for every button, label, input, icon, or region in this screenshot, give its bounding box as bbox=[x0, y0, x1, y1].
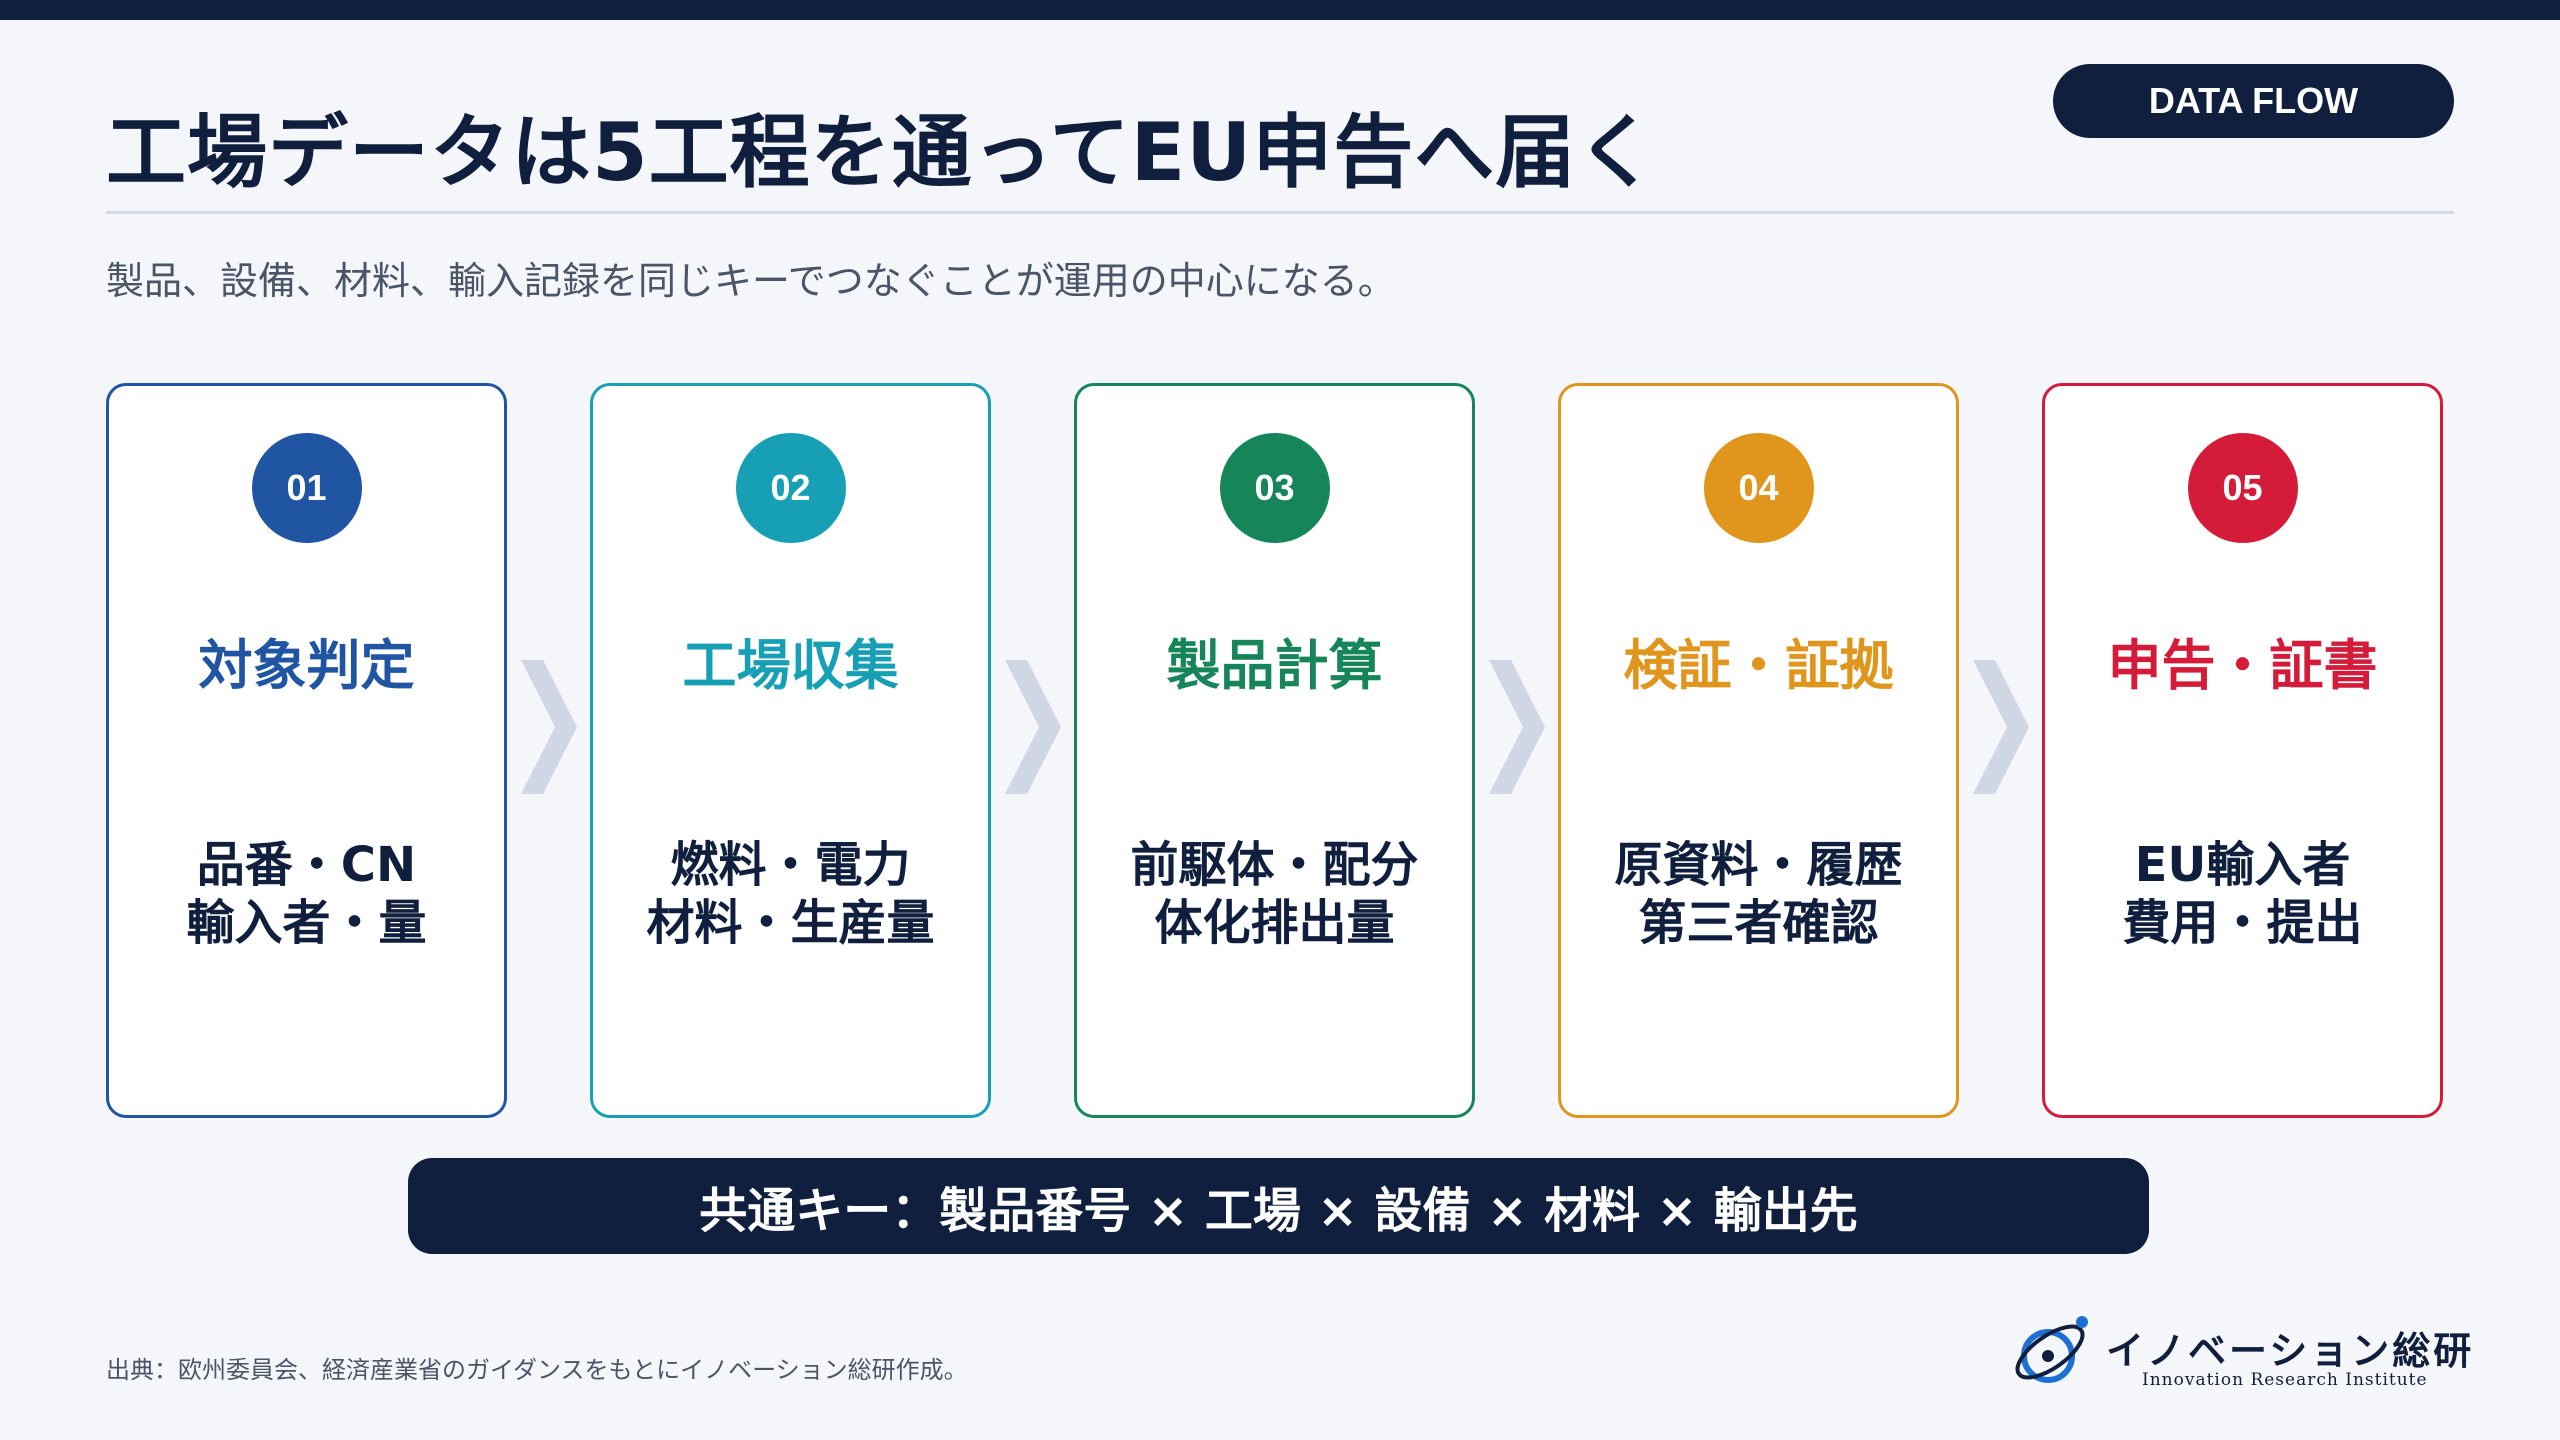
step-description-line: 輸入者・量 bbox=[186, 895, 427, 951]
step-description: 燃料・電力 材料・生産量 bbox=[593, 836, 988, 952]
step-title: 対象判定 bbox=[198, 634, 415, 697]
step-number-badge: 02 bbox=[735, 433, 846, 543]
step-description-line: 品番・CN bbox=[196, 837, 417, 893]
step-card-3: 03 製品計算 前駆体・配分 体化排出量 bbox=[1074, 383, 1475, 1118]
logo-orbit-icon bbox=[2015, 1316, 2088, 1383]
page-subtitle: 製品、設備、材料、輸入記録を同じキーでつなぐことが運用の中心になる。 bbox=[106, 259, 1396, 303]
step-description-line: EU輸入者 bbox=[2134, 837, 2351, 893]
step-description: 品番・CN 輸入者・量 bbox=[109, 836, 504, 952]
step-title: 申告・証書 bbox=[2107, 634, 2378, 697]
title-divider bbox=[106, 211, 2454, 214]
step-description-line: 体化排出量 bbox=[1154, 895, 1395, 951]
step-description: 前駆体・配分 体化排出量 bbox=[1077, 836, 1472, 952]
step-number-badge: 01 bbox=[251, 433, 362, 543]
chevron-right-icon bbox=[1973, 660, 2029, 794]
step-description: 原資料・履歴 第三者確認 bbox=[1561, 836, 1956, 952]
step-card-4: 04 検証・証拠 原資料・履歴 第三者確認 bbox=[1558, 383, 1959, 1118]
logo-subtitle: Innovation Research Institute bbox=[2142, 1370, 2428, 1390]
logo-name: イノベーション総研 bbox=[2106, 1328, 2475, 1373]
step-title: 工場収集 bbox=[682, 634, 899, 697]
step-number-badge: 05 bbox=[2187, 433, 2298, 543]
data-flow-badge: DATA FLOW bbox=[2053, 64, 2454, 138]
chevron-right-icon bbox=[1489, 660, 1545, 794]
source-note: 出典：欧州委員会、経済産業省のガイダンスをもとにイノベーション総研作成。 bbox=[106, 1356, 968, 1384]
company-logo: イノベーション総研 Innovation Research Institute bbox=[2010, 1306, 2471, 1406]
step-description-line: 費用・提出 bbox=[2122, 895, 2363, 951]
step-card-1: 01 対象判定 品番・CN 輸入者・量 bbox=[106, 383, 507, 1118]
chevron-right-icon bbox=[1005, 660, 1061, 794]
step-description-line: 材料・生産量 bbox=[646, 895, 935, 951]
step-card-2: 02 工場収集 燃料・電力 材料・生産量 bbox=[590, 383, 991, 1118]
page-title: 工場データは5工程を通ってEU申告へ届く bbox=[106, 106, 1658, 199]
step-number-badge: 04 bbox=[1703, 433, 1814, 543]
step-card-5: 05 申告・証書 EU輸入者 費用・提出 bbox=[2042, 383, 2443, 1118]
step-description-line: 燃料・電力 bbox=[670, 837, 911, 893]
step-description-line: 第三者確認 bbox=[1638, 895, 1879, 951]
step-description-line: 前駆体・配分 bbox=[1130, 837, 1419, 893]
step-number-badge: 03 bbox=[1219, 433, 1330, 543]
common-key-bar: 共通キー：製品番号 × 工場 × 設備 × 材料 × 輸出先 bbox=[408, 1158, 2149, 1254]
step-description: EU輸入者 費用・提出 bbox=[2045, 836, 2440, 952]
step-title: 検証・証拠 bbox=[1623, 634, 1894, 697]
step-title: 製品計算 bbox=[1166, 634, 1383, 697]
step-description-line: 原資料・履歴 bbox=[1614, 837, 1903, 893]
chevron-right-icon bbox=[521, 660, 577, 794]
top-bar bbox=[0, 0, 2560, 20]
